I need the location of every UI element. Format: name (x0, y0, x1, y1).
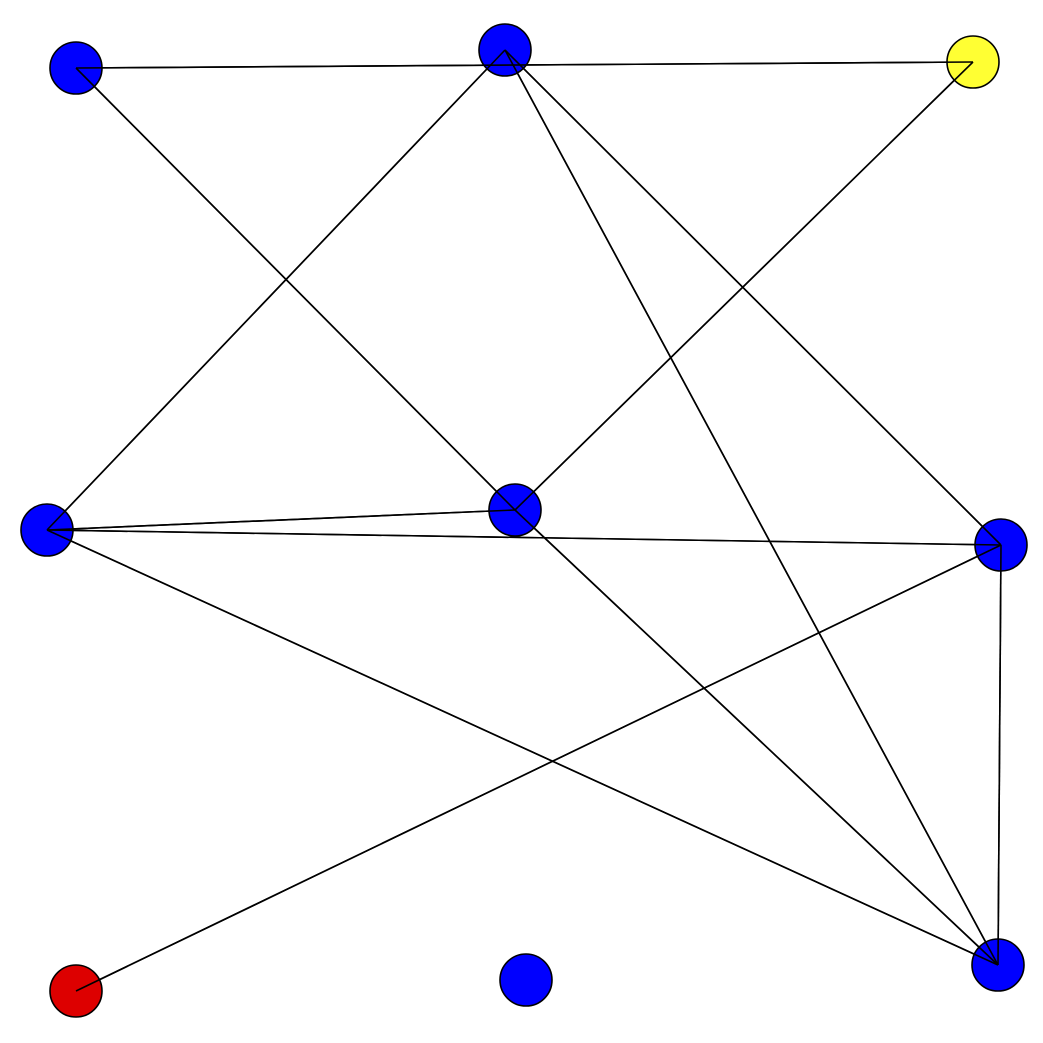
edge-overlay-n5-n9 (514, 509, 999, 966)
node-n8[interactable] (499, 953, 553, 1007)
edge-overlay-n1-n5 (75, 67, 516, 511)
edge-overlay-n2-n9 (504, 49, 999, 966)
edge-overlay-n4-n9 (46, 529, 999, 966)
edge-overlay-n6-n9 (997, 544, 1002, 966)
edge-overlay-n2-n6 (504, 49, 1002, 546)
edge-overlay-n3-n5 (514, 61, 974, 511)
edge-overlay-n4-n5 (46, 509, 516, 531)
edges-overlay-layer (46, 49, 1002, 992)
edge-overlay-n2-n4 (46, 49, 506, 531)
edge-overlay-n4-n6 (46, 529, 1002, 546)
edge-overlay-n6-n7 (75, 544, 1002, 992)
edge-overlay-n1-n3 (75, 61, 974, 69)
